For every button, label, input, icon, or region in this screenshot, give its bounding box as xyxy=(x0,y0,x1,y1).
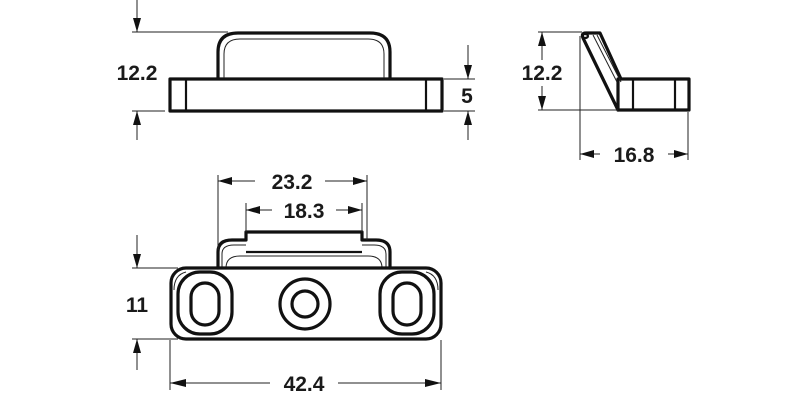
arrow-up-icon xyxy=(133,339,141,353)
arrow-right-icon xyxy=(674,150,688,158)
plan-right-corner-detail xyxy=(425,271,439,291)
arrow-up-icon xyxy=(538,32,546,46)
plan-left-corner-detail xyxy=(173,271,187,291)
plan-length-label: 42.4 xyxy=(284,373,325,396)
arrow-right-icon xyxy=(353,177,367,185)
side-arm-inner-line-1 xyxy=(592,34,618,83)
plan-right-boss xyxy=(378,270,436,336)
plan-center-hole xyxy=(290,289,320,319)
arrow-left-icon xyxy=(218,177,232,185)
side-base-block xyxy=(616,77,691,112)
front-height-label: 12.2 xyxy=(117,62,158,85)
side-height-label: 12.2 xyxy=(522,62,563,85)
side-arm-inner-line-2 xyxy=(596,34,622,83)
plan-inner-label: 18.3 xyxy=(284,200,325,223)
side-elevation-view: 12.2 16.8 xyxy=(522,31,691,167)
plan-view: 23.2 18.3 11 42.4 xyxy=(126,171,443,396)
plan-raised-tab xyxy=(216,230,392,270)
front-handle-inner-edge xyxy=(223,38,385,78)
front-handle-arch xyxy=(216,31,392,80)
plan-center-boss xyxy=(278,277,332,331)
side-depth-label: 16.8 xyxy=(614,144,655,167)
plan-left-slot xyxy=(189,281,221,327)
arrow-down-icon xyxy=(133,254,141,268)
plan-tab-inner-contour xyxy=(225,255,383,269)
arrow-down-icon xyxy=(464,65,472,79)
arrow-left-icon xyxy=(246,206,260,214)
plan-outer-label: 23.2 xyxy=(272,171,313,194)
arrow-down-icon xyxy=(133,18,141,32)
plan-tab-step-left xyxy=(221,244,246,268)
plan-tab-step-right xyxy=(362,244,387,268)
arrow-left-icon xyxy=(170,379,186,387)
arrow-up-icon xyxy=(133,111,141,125)
side-arm-tip xyxy=(580,32,590,40)
front-base-label: 5 xyxy=(461,85,473,108)
plan-depth-label: 11 xyxy=(126,294,149,317)
plan-right-slot xyxy=(391,281,423,327)
arrow-up-icon xyxy=(464,111,472,125)
plan-base-body xyxy=(169,266,443,341)
arrow-left-icon xyxy=(580,150,594,158)
arrow-right-icon xyxy=(425,379,441,387)
arrow-right-icon xyxy=(348,206,362,214)
arrow-down-icon xyxy=(538,96,546,110)
plan-left-boss xyxy=(176,270,234,336)
front-base-plate xyxy=(168,77,444,113)
front-elevation-view: 12.2 5 xyxy=(117,0,475,140)
